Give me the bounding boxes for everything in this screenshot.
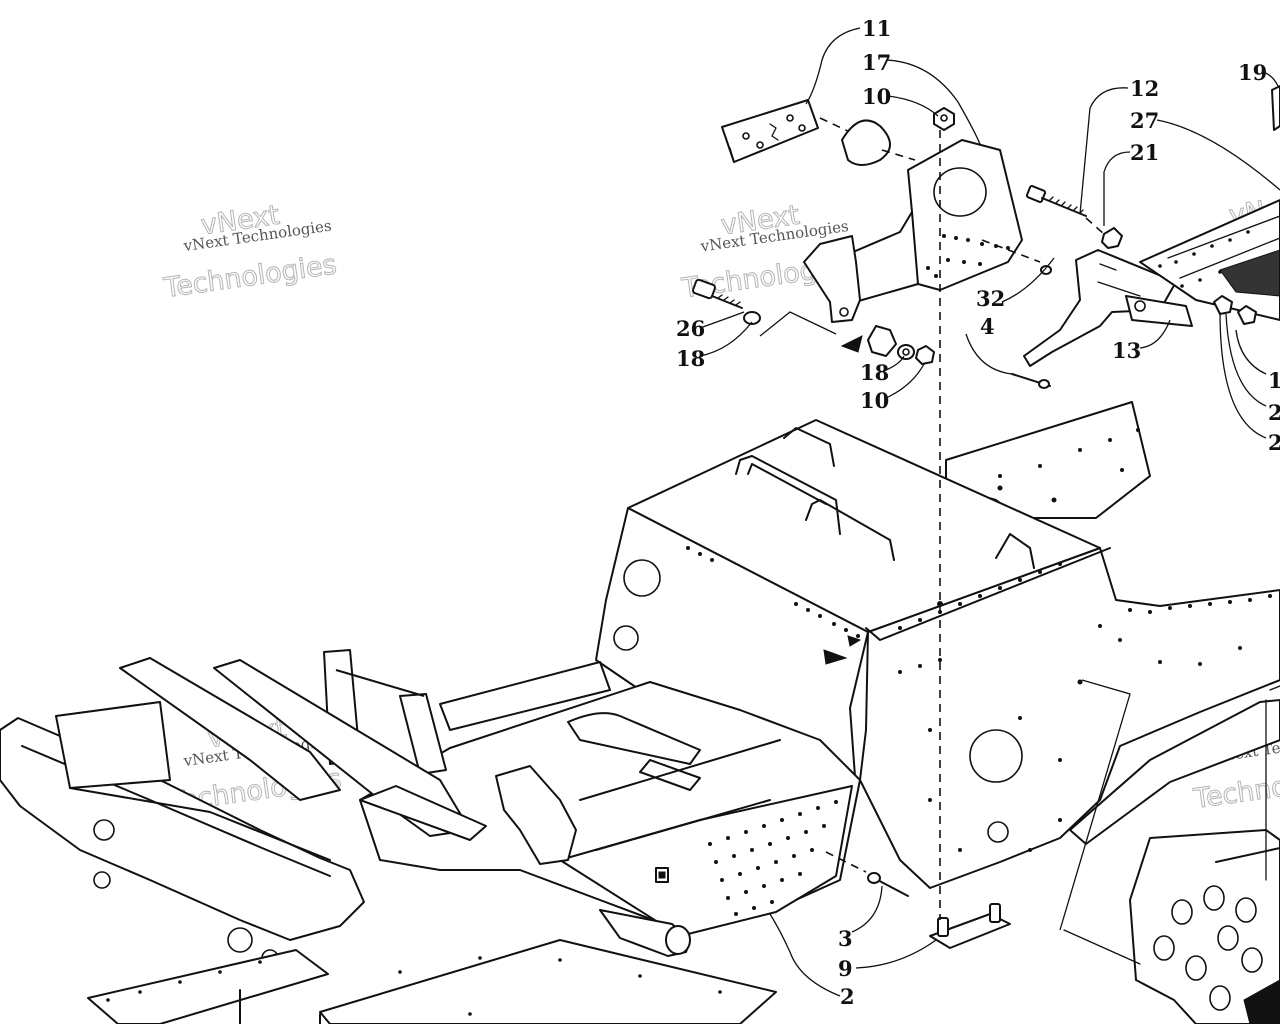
part-19-cover (1139, 85, 1280, 325)
steering-bracket (803, 139, 1041, 323)
callout-10-top: 10 (862, 84, 891, 109)
wire-part-32 (1011, 373, 1051, 389)
callout-9: 9 (838, 956, 853, 981)
callout-11: 11 (862, 16, 891, 41)
callout-18-right: 18 (860, 360, 889, 385)
rear-guard (1063, 685, 1280, 1024)
callout-18-left: 18 (676, 346, 705, 371)
callout-13: 13 (1112, 338, 1141, 363)
part-9-bracket (929, 903, 1011, 949)
callout-10-bottom: 10 (860, 388, 889, 413)
callout-4: 4 (980, 314, 995, 339)
callout-2-right-a: 2 (1268, 400, 1280, 425)
callout-27: 27 (1130, 108, 1159, 133)
callout-2: 2 (840, 984, 855, 1009)
callout-26: 26 (676, 316, 705, 341)
part-11-plate (721, 99, 851, 163)
watermark-left: vNext vNext Technologies Technologies (161, 199, 339, 305)
part-10-nut (933, 107, 955, 131)
callout-21: 21 (1130, 140, 1159, 165)
callout-labels: 11 17 10 12 27 21 19 26 18 18 10 32 4 13… (676, 16, 1280, 1009)
callout-3: 3 (838, 926, 853, 951)
part-17-washer (841, 119, 916, 166)
bolt-12 (1025, 185, 1123, 275)
watermark-text-big: Technologies (161, 249, 338, 304)
callout-12: 12 (1130, 76, 1159, 101)
front-frame (0, 649, 861, 1024)
callout-32: 32 (976, 286, 1005, 311)
callout-1-right: 1 (1268, 368, 1280, 393)
callout-2-right-b: 2 (1268, 430, 1280, 455)
bolt-26 (692, 278, 761, 325)
callout-19: 19 (1238, 60, 1267, 85)
tunnel-frame (595, 401, 1280, 889)
bolt-3 (825, 851, 909, 897)
callout-17: 17 (862, 50, 891, 75)
leader-lines (699, 27, 1280, 997)
star-washer-18 (840, 325, 935, 365)
